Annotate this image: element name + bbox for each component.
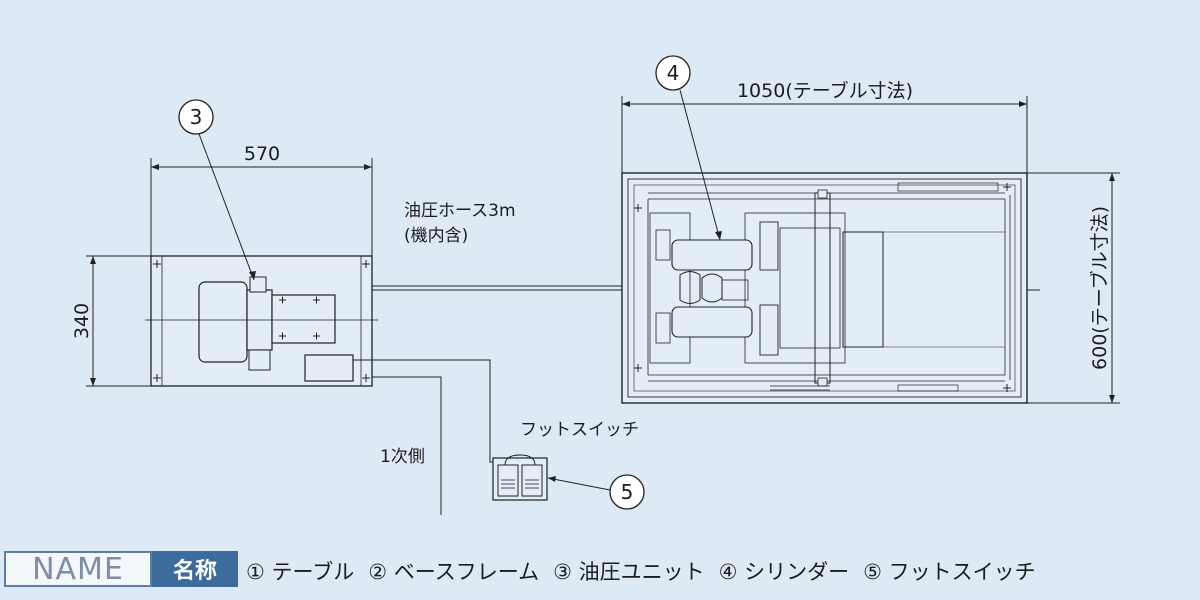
part-base-frame: ② ベースフレーム xyxy=(368,560,540,584)
svg-text:4: 4 xyxy=(667,61,680,85)
part-foot-switch: ⑤ フットスイッチ xyxy=(863,560,1036,584)
dim-unit-height: 340 xyxy=(71,303,93,339)
hydraulic-unit: 570 340 xyxy=(71,143,378,387)
foot-switch-label: フットスイッチ xyxy=(520,420,639,440)
dim-table-width: 1050(テーブル寸法) xyxy=(737,79,913,102)
foot-switch: フットスイッチ xyxy=(492,420,639,501)
hose-label-sub: (機内含) xyxy=(404,226,468,246)
name-label-jp: 名称 xyxy=(152,551,238,587)
dim-unit-width: 570 xyxy=(244,143,280,165)
callout-4: 4 xyxy=(655,55,722,241)
callout-5: 5 xyxy=(547,474,645,510)
part-hydraulic-unit: ③ 油圧ユニット xyxy=(553,560,705,584)
parts-list: ① テーブル ② ベースフレーム ③ 油圧ユニット ④ シリンダー ⑤ フットス… xyxy=(246,556,1036,584)
callout-3: 3 xyxy=(178,99,256,281)
primary-side-label: 1次側 xyxy=(380,447,425,467)
hose-label: 油圧ホース3m xyxy=(404,201,516,221)
layout-drawing: 570 340 xyxy=(71,55,1120,515)
part-cylinder: ④ シリンダー xyxy=(718,560,850,584)
lift-table: 1050(テーブル寸法) 600(テーブル寸法) xyxy=(621,79,1120,404)
name-label: NAME xyxy=(4,551,152,587)
svg-text:3: 3 xyxy=(190,105,203,129)
dim-table-depth: 600(テーブル寸法) xyxy=(1088,206,1111,370)
svg-text:5: 5 xyxy=(621,480,634,504)
parts-legend: NAME 名称 ① テーブル ② ベースフレーム ③ 油圧ユニット ④ シリンダ… xyxy=(0,546,1200,594)
part-table: ① テーブル xyxy=(246,560,355,584)
